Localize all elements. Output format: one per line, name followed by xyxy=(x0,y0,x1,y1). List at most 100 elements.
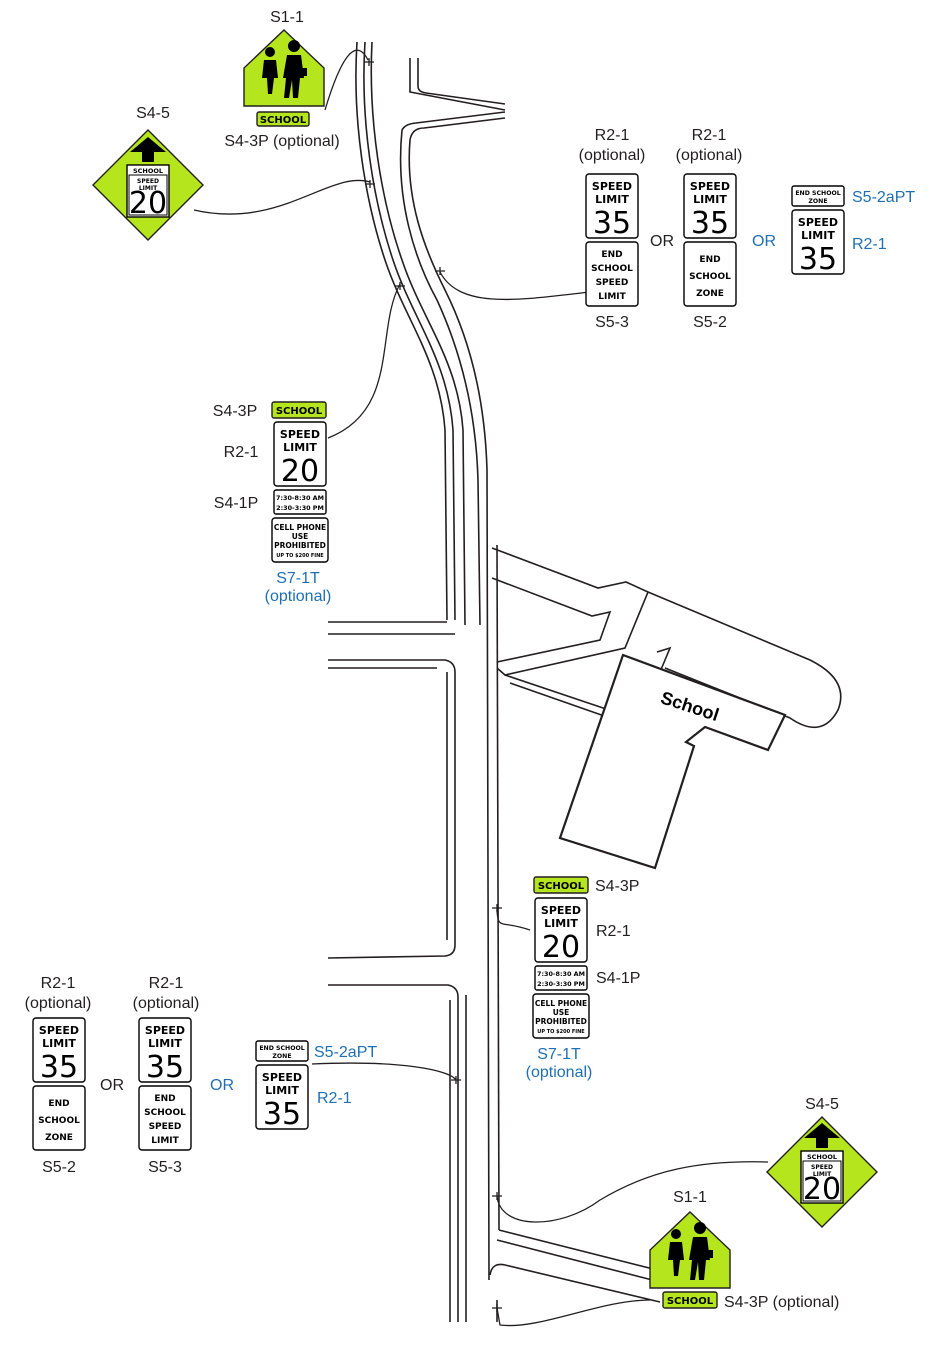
svg-text:LIMIT: LIMIT xyxy=(813,1171,832,1178)
svg-text:35: 35 xyxy=(146,1050,184,1085)
svg-text:END: END xyxy=(699,255,720,265)
s4-5-top-label: S4-5 xyxy=(136,105,170,122)
svg-text:UP TO $200 FINE: UP TO $200 FINE xyxy=(537,1029,585,1035)
svg-text:PROHIBITED: PROHIBITED xyxy=(274,541,326,550)
svg-text:2:30-3:30 PM: 2:30-3:30 PM xyxy=(276,504,324,512)
svg-text:ZONE: ZONE xyxy=(696,289,724,299)
school-building: School xyxy=(558,653,787,870)
svg-text:S7-1T: S7-1T xyxy=(276,570,320,587)
svg-text:SCHOOL: SCHOOL xyxy=(38,1116,80,1126)
svg-text:END: END xyxy=(154,1094,175,1104)
svg-text:SPEED: SPEED xyxy=(262,1071,302,1084)
svg-text:SPEED: SPEED xyxy=(798,216,838,229)
svg-text:S7-1T: S7-1T xyxy=(537,1046,581,1063)
svg-text:SCHOOL: SCHOOL xyxy=(807,1153,837,1161)
svg-text:S5-2: S5-2 xyxy=(42,1159,76,1176)
svg-text:SPEED: SPEED xyxy=(145,1024,185,1037)
svg-text:SPEED: SPEED xyxy=(592,180,632,193)
sign-post-markers xyxy=(364,58,502,1312)
svg-text:END SCHOOL: END SCHOOL xyxy=(259,1045,304,1052)
svg-text:END SCHOOL: END SCHOOL xyxy=(795,190,840,197)
s1-1-pentagon-bottom xyxy=(649,1211,731,1289)
svg-text:CELL PHONE: CELL PHONE xyxy=(274,523,326,532)
svg-text:END: END xyxy=(48,1099,69,1109)
svg-text:S5-3: S5-3 xyxy=(595,314,629,331)
svg-text:(optional): (optional) xyxy=(579,147,646,164)
leader-lines xyxy=(193,49,769,1327)
svg-text:35: 35 xyxy=(593,206,631,241)
svg-text:S4-5: S4-5 xyxy=(805,1096,839,1113)
svg-text:LIMIT: LIMIT xyxy=(151,1136,179,1146)
svg-text:7:30-8:30 AM: 7:30-8:30 AM xyxy=(537,970,585,978)
svg-text:SCHOOL: SCHOOL xyxy=(276,406,323,417)
svg-text:END: END xyxy=(601,250,622,260)
upper-school-speed-assembly: S4-3P SCHOOL R2-1 SPEED LIMIT 20 S4-1P 7… xyxy=(213,401,332,605)
bottom-end-zone-options: R2-1 (optional) R2-1 (optional) SPEED LI… xyxy=(25,975,378,1176)
svg-text:R2-1: R2-1 xyxy=(41,975,76,992)
svg-text:35: 35 xyxy=(40,1050,78,1085)
svg-text:LIMIT: LIMIT xyxy=(693,193,727,206)
svg-text:SPEED: SPEED xyxy=(280,428,320,441)
svg-text:SPEED: SPEED xyxy=(811,1164,833,1171)
svg-text:(optional): (optional) xyxy=(526,1064,593,1081)
s4-5-top-assembly: S4-5 SCHOOL SPEED LIMIT 20 xyxy=(92,105,204,241)
s1-1-bottom-assembly: S1-1 SCHOOL S4-3P (optional) xyxy=(649,1189,839,1311)
svg-text:SCHOOL: SCHOOL xyxy=(667,1296,714,1307)
svg-text:S4-3P (optional): S4-3P (optional) xyxy=(724,1294,839,1311)
svg-text:35: 35 xyxy=(691,206,729,241)
svg-text:CELL PHONE: CELL PHONE xyxy=(535,999,587,1008)
svg-text:SPEED: SPEED xyxy=(39,1024,79,1037)
svg-text:2:30-3:30 PM: 2:30-3:30 PM xyxy=(537,980,585,988)
svg-text:20: 20 xyxy=(803,1172,841,1207)
svg-text:R2-1: R2-1 xyxy=(852,236,887,253)
svg-text:20: 20 xyxy=(542,930,580,965)
svg-text:7:30-8:30 AM: 7:30-8:30 AM xyxy=(276,494,324,502)
svg-text:R2-1: R2-1 xyxy=(149,975,184,992)
svg-text:LIMIT: LIMIT xyxy=(544,917,578,930)
svg-text:LIMIT: LIMIT xyxy=(598,292,626,302)
lower-school-speed-assembly: SCHOOL S4-3P SPEED LIMIT 20 R2-1 7:30-8:… xyxy=(526,876,640,1081)
svg-text:SCHOOL: SCHOOL xyxy=(538,881,585,892)
svg-text:USE: USE xyxy=(292,532,309,541)
svg-text:UP TO $200 FINE: UP TO $200 FINE xyxy=(276,553,324,559)
svg-text:LIMIT: LIMIT xyxy=(801,229,835,242)
svg-text:R2-1: R2-1 xyxy=(692,127,727,144)
ahead-arrow-icon xyxy=(130,137,166,162)
svg-text:S4-3P: S4-3P xyxy=(213,403,257,420)
svg-text:SCHOOL: SCHOOL xyxy=(591,264,633,274)
svg-text:S4-3P: S4-3P xyxy=(595,878,639,895)
s4-3p-top-plate-text: SCHOOL xyxy=(260,115,307,126)
svg-text:ZONE: ZONE xyxy=(272,1053,291,1060)
svg-text:ZONE: ZONE xyxy=(808,198,827,205)
svg-text:S4-1P: S4-1P xyxy=(596,970,640,987)
svg-text:20: 20 xyxy=(129,186,167,221)
svg-text:LIMIT: LIMIT xyxy=(42,1037,76,1050)
svg-text:R2-1: R2-1 xyxy=(224,444,259,461)
svg-text:OR: OR xyxy=(210,1077,234,1094)
svg-text:(optional): (optional) xyxy=(265,588,332,605)
svg-text:LIMIT: LIMIT xyxy=(283,441,317,454)
svg-text:SPEED: SPEED xyxy=(596,278,629,288)
svg-text:SPEED: SPEED xyxy=(149,1122,182,1132)
svg-text:S5-2aPT: S5-2aPT xyxy=(852,189,915,206)
road-network xyxy=(327,41,842,1322)
svg-text:S5-2aPT: S5-2aPT xyxy=(314,1044,377,1061)
s1-1-top-label: S1-1 xyxy=(270,9,304,26)
s4-5-bottom-assembly: S4-5 SCHOOL SPEED LIMIT 20 xyxy=(766,1096,878,1228)
s4-3p-top-label: S4-3P (optional) xyxy=(224,133,339,150)
svg-text:PROHIBITED: PROHIBITED xyxy=(535,1017,587,1026)
svg-text:(optional): (optional) xyxy=(133,995,200,1012)
svg-text:S4-1P: S4-1P xyxy=(214,495,258,512)
svg-text:LIMIT: LIMIT xyxy=(265,1084,299,1097)
svg-text:SCHOOL: SCHOOL xyxy=(689,272,731,282)
svg-text:R2-1: R2-1 xyxy=(317,1090,352,1107)
svg-text:S5-3: S5-3 xyxy=(148,1159,182,1176)
svg-text:20: 20 xyxy=(281,454,319,489)
svg-text:SCHOOL: SCHOOL xyxy=(133,167,163,175)
svg-text:SPEED: SPEED xyxy=(541,904,581,917)
s1-1-top-assembly: S1-1 SCHOOL S4-3P (optional) xyxy=(224,9,339,150)
svg-text:OR: OR xyxy=(752,233,776,250)
svg-text:R2-1: R2-1 xyxy=(595,127,630,144)
svg-text:USE: USE xyxy=(553,1008,570,1017)
